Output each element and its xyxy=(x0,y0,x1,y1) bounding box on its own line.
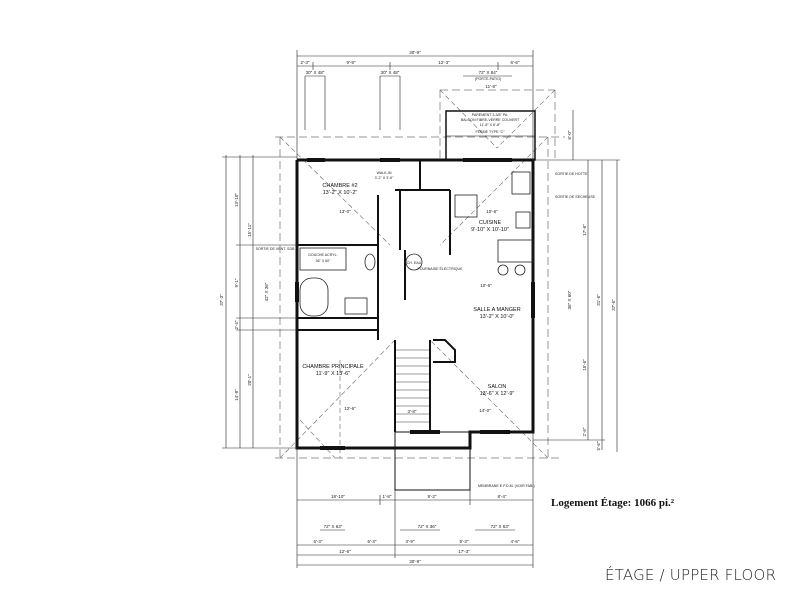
dim-left: 14'-8" xyxy=(234,389,239,401)
dim-right: 17'-6" xyxy=(582,224,587,236)
balcony-note: BALCON FIBRE-VERRE COUVERT xyxy=(461,118,520,122)
dim-top-total: 30'-9" xyxy=(409,50,421,55)
dim-window: 30" X 48" xyxy=(381,70,400,75)
dim-top-seg: 12'-3" xyxy=(438,60,450,65)
dim-left: 37'-3" xyxy=(219,294,224,306)
island xyxy=(497,239,534,263)
room-size: 11'-9" X 13'-6" xyxy=(316,371,350,377)
dim-top-seg: 9'-9" xyxy=(347,60,356,65)
entry-bump xyxy=(394,431,471,491)
dim-right: 2'-6" xyxy=(582,427,587,436)
floor-title: ÉTAGE / UPPER FLOOR xyxy=(605,566,777,584)
dim-bottom: 8'-4" xyxy=(498,494,507,499)
dim-right: 31'-6" xyxy=(596,294,601,306)
room-dim: 14'-0" xyxy=(479,408,491,413)
dim-right: 37'-6" xyxy=(611,299,616,311)
dim-right: 15'-6" xyxy=(582,359,587,371)
vanity xyxy=(344,297,368,315)
dim-bottom-window: 72" X 63" xyxy=(324,524,343,529)
fridge xyxy=(454,194,478,218)
dryer-note: SORTIE DE SECHEUSE xyxy=(555,195,596,199)
interior-walls xyxy=(297,160,456,432)
exterior-walls xyxy=(295,158,535,450)
room-size: 9'-10" X 10'-10" xyxy=(471,227,509,233)
dim-bottom: 17'-3" xyxy=(458,549,470,554)
dim-bottom: 18'-10" xyxy=(331,494,345,499)
dim-balcony-width: 11'-8" xyxy=(485,84,497,89)
fixtures xyxy=(299,171,534,317)
roof-hips xyxy=(279,89,556,459)
room-walkin: WALK-IN xyxy=(377,171,392,175)
balcony-note: 11'-8" X 6'-8" xyxy=(480,123,501,127)
dim-bottom: 3'-9" xyxy=(406,539,415,544)
dim-bottom: 6'-3" xyxy=(368,539,377,544)
room-size: 13'-2" X 10'-2" xyxy=(323,190,358,196)
dim-bottom: 1'-8" xyxy=(383,494,392,499)
room-size: 36" X 60" xyxy=(316,259,332,263)
balcony-note: PAREMENT 3-3/8" PA. xyxy=(472,113,509,117)
patio-note: (PORTE-PATIO) xyxy=(475,77,501,81)
floor-area-label: Logement Étage: 1066 pi.² xyxy=(551,497,675,509)
dim-left-window: 42" X 36" xyxy=(264,282,269,301)
dim-left: 9'-1" xyxy=(234,278,239,287)
dim-bottom-window: 72" X 63" xyxy=(491,524,510,529)
dim-left: 15'-11" xyxy=(247,223,252,237)
dim-bottom-window: 72" X 36" xyxy=(418,524,437,529)
dim-balcony-depth: 6'-0" xyxy=(567,130,572,139)
dim-bottom: 4'-6" xyxy=(511,539,520,544)
toilet xyxy=(364,253,376,271)
sink xyxy=(515,211,531,229)
hood-note: SORTIE DE HOTTE xyxy=(555,172,588,176)
shower xyxy=(299,247,347,271)
balcony-note: FERME TYPE "C" xyxy=(475,130,505,134)
staircase xyxy=(396,349,429,423)
dim-window: 72" X 84" xyxy=(479,70,498,75)
room-dim: 10'-6" xyxy=(486,209,498,214)
membrane-note: MEMBRANE E.P.D.M. (VOIR FAB.) xyxy=(478,484,535,488)
room-salon: SALON xyxy=(488,384,507,390)
dim-bottom: 9'-2" xyxy=(428,494,437,499)
room-size: 13'-6" X 12'-9" xyxy=(480,391,515,397)
dim-left: 2'-4" xyxy=(234,320,239,329)
bathtub xyxy=(299,277,329,317)
dim-top-seg: 2'-3" xyxy=(301,60,310,65)
room-cuisine: CUISINE xyxy=(479,220,502,226)
dim-left: 13'-10" xyxy=(234,193,239,207)
room-dim: 10'-6" xyxy=(480,283,492,288)
dim-left: 20'-1" xyxy=(247,374,252,386)
windows xyxy=(295,158,535,450)
dim-right-window: 36" X 60" xyxy=(567,290,572,309)
dim-top-seg: 6'-6" xyxy=(511,60,520,65)
dim-bottom: 6'-3" xyxy=(314,539,323,544)
roof-outline xyxy=(275,89,565,459)
room-salle-manger: SALLE A MANGER xyxy=(473,307,520,313)
room-chambre-principale: CHAMBRE PRINCIPALE xyxy=(302,364,364,370)
dim-bottom-total: 30'-9" xyxy=(409,559,421,564)
water-heater xyxy=(405,253,423,271)
room-chambre2: CHAMBRE #2 xyxy=(322,183,357,189)
dim-bottom: 12'-6" xyxy=(339,549,351,554)
room-douche: DOUCHE ACRYL. xyxy=(308,253,337,257)
dimension-lines xyxy=(222,50,620,568)
dim-right: 5'-6" xyxy=(596,441,601,450)
room-dim: 13'-0" xyxy=(339,209,351,214)
vent-note: SORTIE DE VENT. SDB xyxy=(256,247,295,251)
dim-bottom: 9'-3" xyxy=(460,539,469,544)
dim-window: 30" X 48" xyxy=(306,70,325,75)
furnace-label: FOURNAISE ÉLECTRIQUE xyxy=(418,266,464,271)
room-size: 3'-2" X 3'-6" xyxy=(375,176,394,180)
water-heater-label: CH. EAU xyxy=(407,261,422,265)
stair-width: 3'-8" xyxy=(408,409,417,414)
room-size: 13'-2" X 10'-0" xyxy=(480,314,515,320)
stove xyxy=(511,171,531,195)
room-dim: 12'-6" xyxy=(344,406,356,411)
